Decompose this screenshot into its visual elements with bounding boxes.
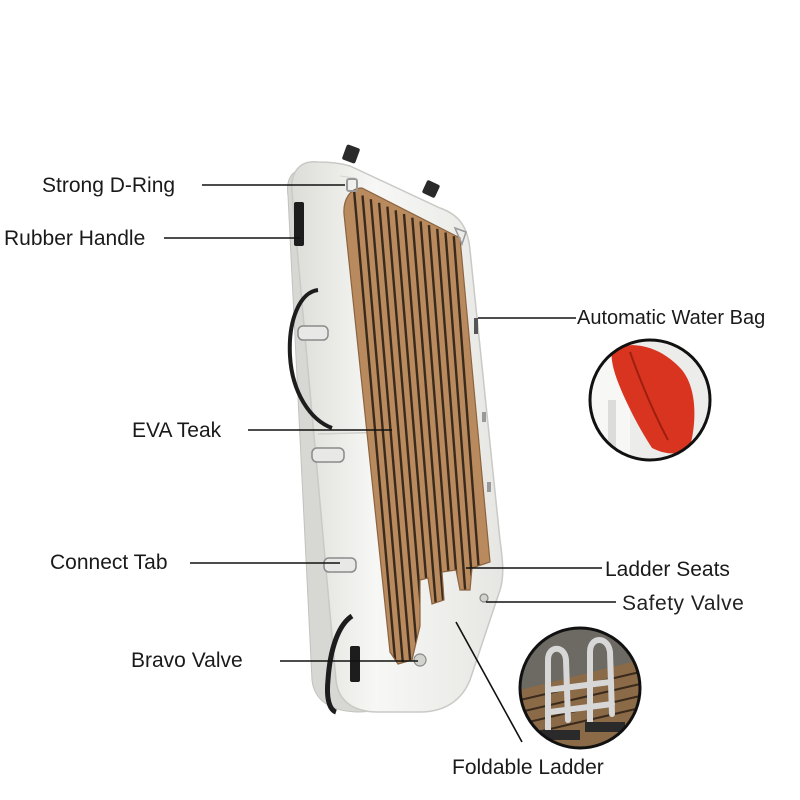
connect-tab-upper [297,325,329,341]
safety-valve [479,593,489,603]
label-eva-teak: EVA Teak [132,419,222,442]
rubber-handle-flat [294,202,304,246]
label-strong-d-ring: Strong D-Ring [42,174,176,197]
leader-foldable-ladder [455,621,523,743]
connect-tab-middle [311,447,345,463]
d-ring-top-right [422,180,440,198]
teak-groove [402,213,443,664]
label-bravo-valve: Bravo Valve [131,649,243,672]
label-ladder-seats: Ladder Seats [605,558,730,581]
ladder-inset [518,626,642,750]
rope-handle [287,288,333,430]
teak-groove [361,195,405,664]
connect-tab-lower [323,557,357,573]
eva-teak-deck [343,187,491,665]
label-foldable-ladder: Foldable Ladder [452,756,604,779]
lower-rope-handle [325,613,354,715]
label-connect-tab: Connect Tab [50,551,168,574]
bravo-valve [413,653,427,667]
teak-groove [369,199,412,664]
label-rubber-handle: Rubber Handle [4,227,146,250]
leader-lines [164,184,616,743]
label-safety-valve: Safety Valve [622,592,745,615]
teak-groove [377,202,420,664]
water-bag-red-shape [611,345,695,454]
d-ring-top-left [342,144,360,192]
label-automatic-water-bag: Automatic Water Bag [577,307,766,329]
ladder-rails [545,637,615,733]
d-ring-corner [453,226,467,247]
teak-groove [411,217,450,664]
inflatable-dock [287,144,504,715]
water-bag-inset [588,338,712,462]
